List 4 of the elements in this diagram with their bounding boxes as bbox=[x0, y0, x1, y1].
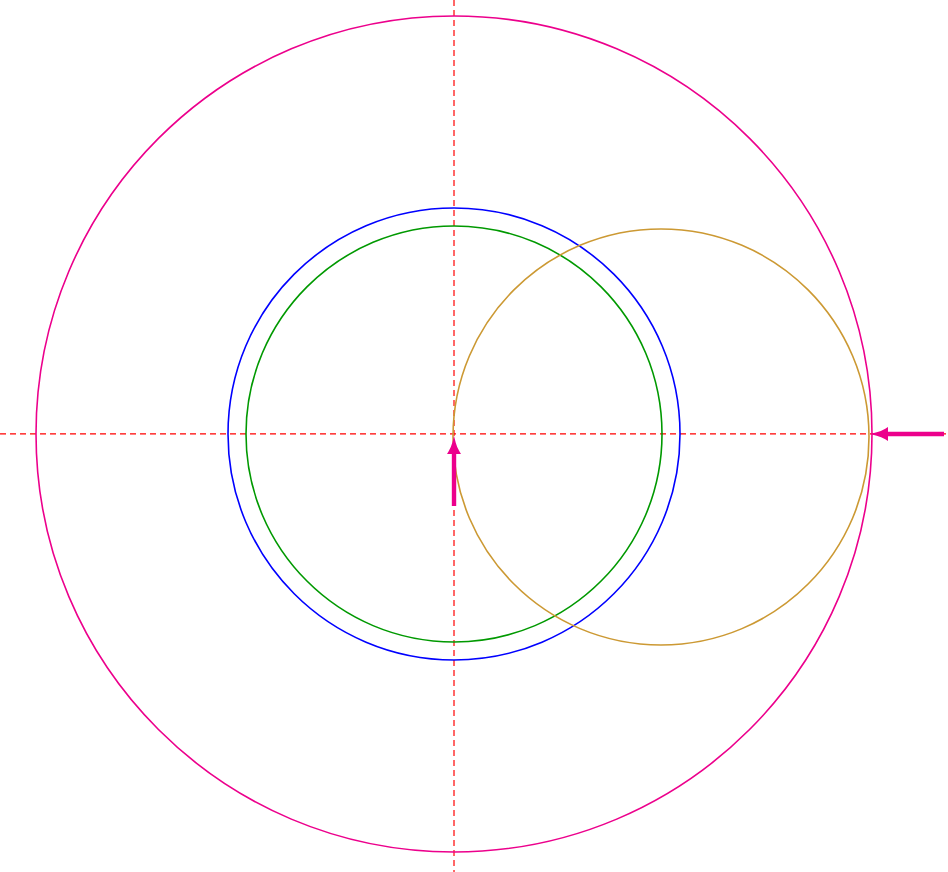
circle bbox=[452, 228, 870, 646]
circle bbox=[227, 207, 681, 661]
circle bbox=[245, 225, 663, 643]
circle bbox=[35, 15, 873, 853]
